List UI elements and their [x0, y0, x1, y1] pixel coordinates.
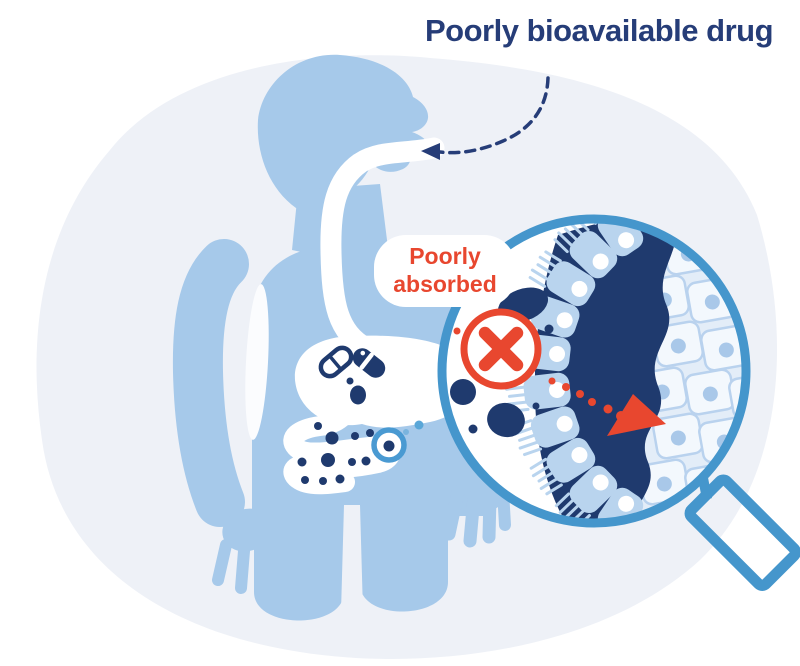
capsule-outline-icon: [318, 345, 354, 379]
page-title: Poorly bioavailable drug: [425, 13, 773, 48]
callout-bubble: Poorly absorbed: [374, 235, 516, 307]
armpit-gap: [245, 284, 269, 440]
drug-dots: [297, 377, 374, 485]
callout-line2: absorbed: [393, 271, 497, 297]
magnifier-icon: [437, 214, 800, 592]
highlight-ring-icon: [371, 420, 424, 463]
leg-gap: [340, 505, 364, 648]
lens-rim: [437, 214, 751, 528]
swallow-arrow-icon: [421, 76, 550, 160]
right-leg: [360, 505, 448, 612]
callout-line1: Poorly: [409, 243, 481, 269]
magnifier-handle: [684, 474, 800, 592]
capsule-filled-icon: [352, 348, 386, 378]
esophagus: [320, 137, 445, 359]
left-leg: [254, 505, 344, 621]
x-circle-icon: [460, 308, 542, 390]
gi-tract: [283, 137, 472, 495]
head: [257, 54, 429, 209]
left-arm: [172, 239, 249, 527]
absorption-arrow-icon: [607, 394, 666, 436]
